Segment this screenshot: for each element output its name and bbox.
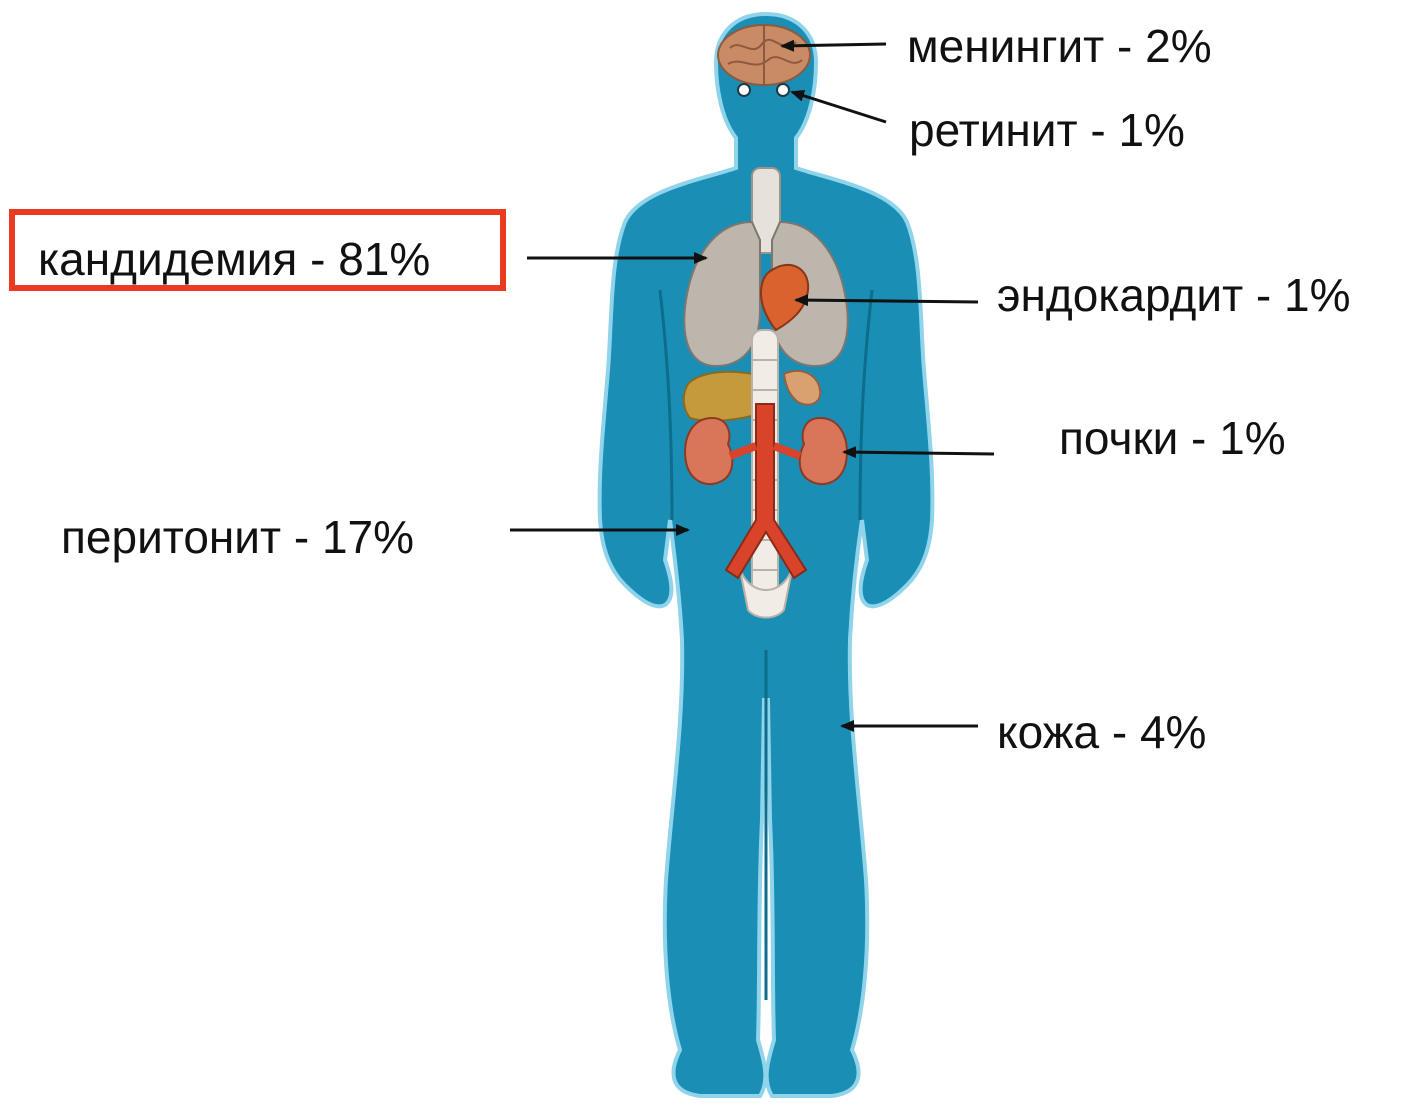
- right-eye: [777, 84, 789, 96]
- left-kidney: [685, 418, 732, 484]
- label-kidneys: почки - 1%: [1059, 412, 1286, 464]
- label-meningitis: менингит - 2%: [907, 20, 1212, 72]
- label-peritonitis: перитонит - 17%: [61, 511, 414, 563]
- label-retinitis: ретинит - 1%: [909, 104, 1185, 156]
- brain: [718, 25, 810, 85]
- right-kidney: [800, 418, 847, 484]
- arrow-endocarditis: [796, 300, 978, 302]
- label-candidemia: кандидемия - 81%: [38, 233, 430, 285]
- label-skin: кожа - 4%: [997, 706, 1206, 758]
- arrow-meningitis: [782, 44, 886, 46]
- arrow-kidneys: [844, 452, 994, 454]
- left-eye: [738, 84, 750, 96]
- label-endocarditis: эндокардит - 1%: [997, 269, 1351, 321]
